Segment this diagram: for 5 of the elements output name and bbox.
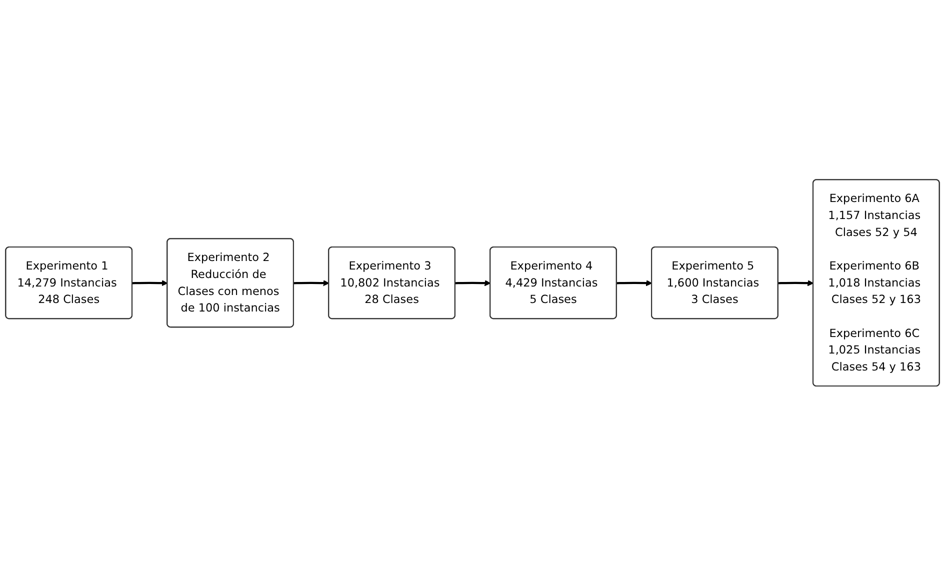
arrow (616, 280, 652, 286)
arrow (455, 280, 491, 286)
arrow (778, 280, 814, 286)
arrow (132, 280, 168, 286)
arrow (294, 280, 330, 286)
